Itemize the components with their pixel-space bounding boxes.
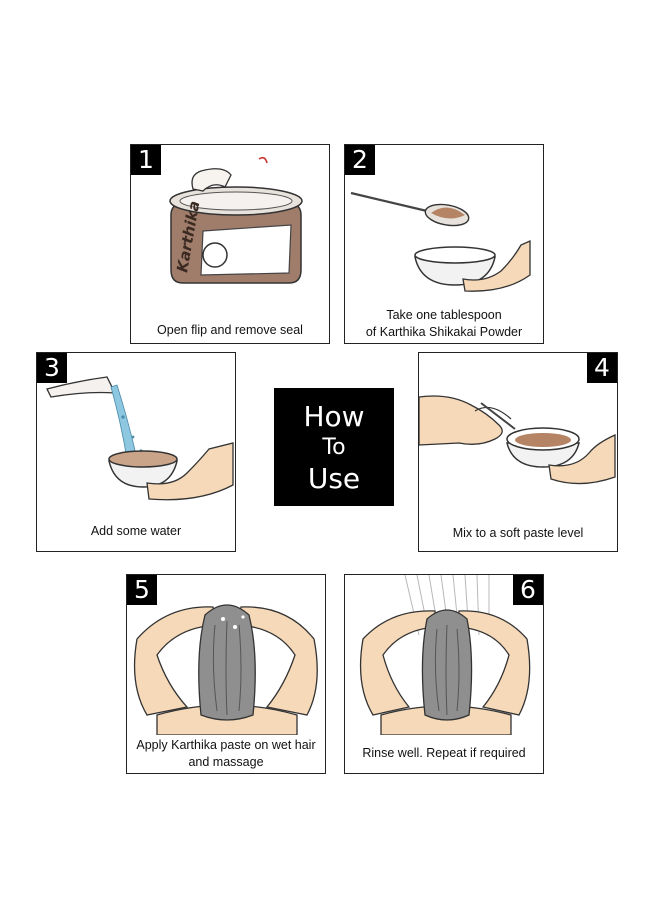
step-6-caption: Rinse well. Repeat if required xyxy=(362,746,526,760)
apply-paste-illustration xyxy=(133,604,318,735)
step-5-caption: Apply Karthika paste on wet hair and mas… xyxy=(136,738,316,769)
step-1-panel: 1 Karthika Open flip and remove seal xyxy=(130,144,330,344)
step-5-panel: 5 Apply Karthika paste on wet hair and m… xyxy=(126,574,326,774)
mixing-illustration xyxy=(419,395,616,485)
step-1-number: 1 xyxy=(131,145,161,175)
step-4-number: 4 xyxy=(587,353,617,383)
rinse-illustration xyxy=(359,575,531,735)
title-line-use: Use xyxy=(307,462,361,495)
step-3-caption: Add some water xyxy=(90,524,182,538)
title-line-how: How xyxy=(303,400,365,433)
step-3-panel: 3 Add some water xyxy=(36,352,236,552)
step-3-number: 3 xyxy=(37,353,67,383)
step-1-caption: Open flip and remove seal xyxy=(157,323,303,337)
step-4-panel: 4 Mix to a soft paste level xyxy=(418,352,618,552)
step-2-caption: Take one tablespoon of Karthika Shikakai… xyxy=(365,308,523,339)
jar-illustration: Karthika xyxy=(169,156,303,284)
spoon-bowl-illustration xyxy=(350,191,531,292)
step-6-panel: 6 Rinse well. Repeat if required xyxy=(344,574,544,774)
step-4-caption: Mix to a soft paste level xyxy=(452,526,584,540)
step-2-number: 2 xyxy=(345,145,375,175)
water-pour-illustration xyxy=(46,376,234,501)
step-2-panel: 2 Take one tablespoon of Karthika Shikak… xyxy=(344,144,544,344)
title-line-to: To xyxy=(322,435,346,460)
step-5-number: 5 xyxy=(127,575,157,605)
how-to-use-title: How To Use xyxy=(274,388,394,506)
step-6-number: 6 xyxy=(513,575,543,605)
